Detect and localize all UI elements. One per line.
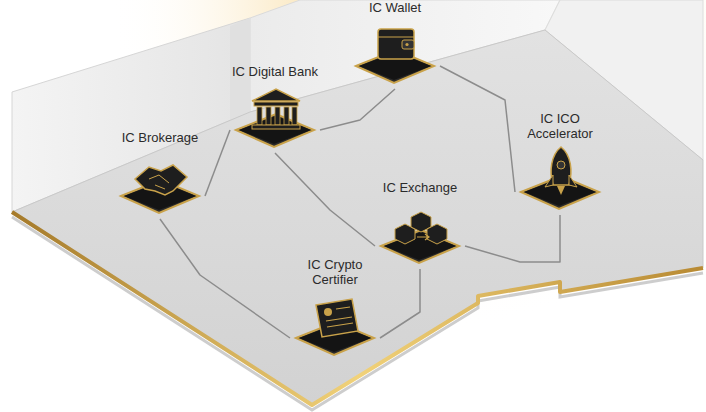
icon-graphic: [290, 291, 380, 361]
service-node: IC Crypto Certifier: [290, 257, 380, 361]
room-floor: [12, 30, 703, 405]
icon-graphic: [350, 19, 440, 89]
service-icon: [115, 149, 205, 219]
service-label: IC ICO Accelerator: [520, 111, 600, 141]
service-node: IC Exchange: [375, 180, 465, 269]
service-label: IC Brokerage: [122, 130, 199, 145]
service-label: IC Crypto Certifier: [295, 257, 375, 287]
gold-rim: [12, 212, 703, 405]
service-icon: [290, 291, 380, 361]
service-node: IC Wallet: [350, 0, 440, 89]
service-label: IC Wallet: [369, 0, 421, 15]
service-icon: [375, 199, 465, 269]
service-node: IC Digital Bank: [230, 64, 320, 153]
floor-shadow: [12, 217, 703, 410]
floor-connector: [275, 153, 375, 246]
service-label: IC Exchange: [383, 180, 457, 195]
icon-graphic: [230, 83, 320, 153]
service-icon: [230, 83, 320, 153]
floor-connector: [465, 215, 560, 262]
service-icon: [350, 19, 440, 89]
floor-connector: [380, 269, 420, 338]
service-icon: [515, 145, 605, 215]
icon-graphic: [375, 199, 465, 269]
floor-connector: [205, 130, 230, 196]
service-node: IC Brokerage: [115, 130, 205, 219]
floor-connector: [160, 219, 290, 338]
floor-connector: [440, 66, 515, 192]
floor-connector: [320, 89, 395, 130]
service-label: IC Digital Bank: [232, 64, 318, 79]
service-node: IC ICO Accelerator: [515, 111, 605, 215]
icon-graphic: [515, 145, 605, 215]
icon-graphic: [115, 149, 205, 219]
